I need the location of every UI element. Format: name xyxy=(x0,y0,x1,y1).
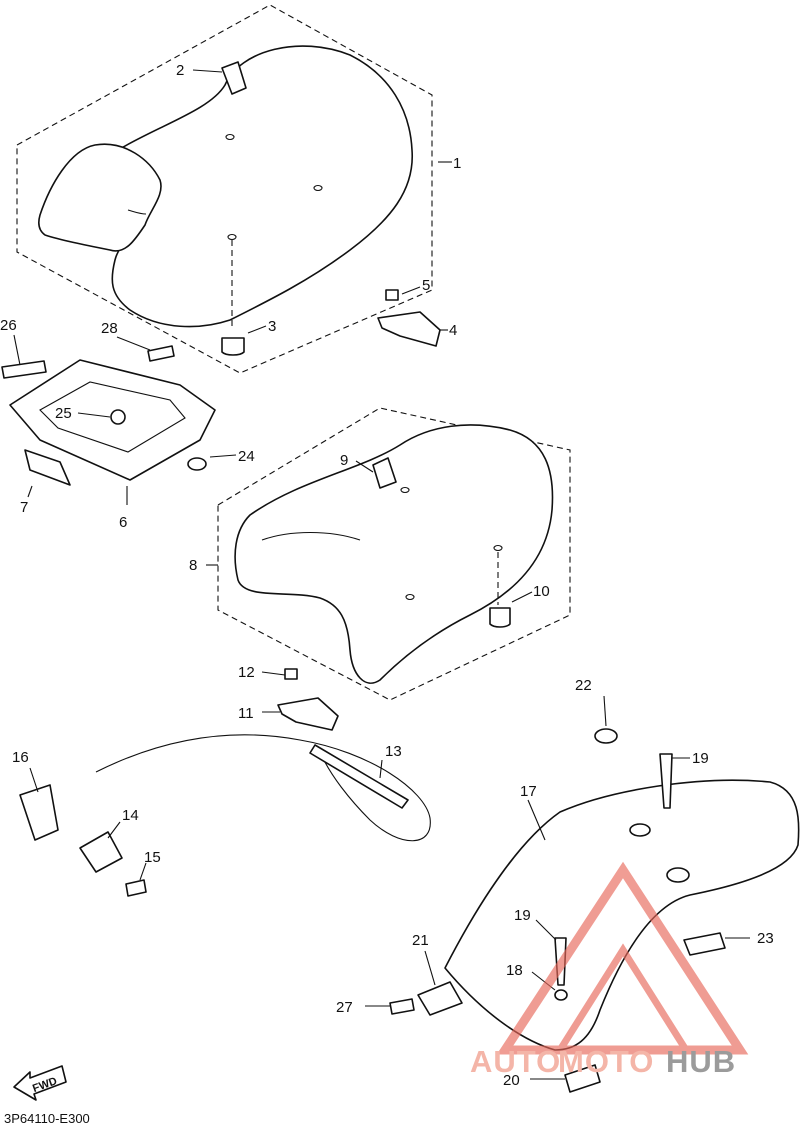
rear-frame-cover xyxy=(389,728,800,1093)
callout-8: 8 xyxy=(189,557,197,574)
seat-lock-cable xyxy=(19,734,431,897)
part-28-tag xyxy=(147,345,175,362)
callout-24: 24 xyxy=(238,448,255,465)
part-17-frame xyxy=(444,779,800,1051)
part-10-damper xyxy=(489,607,511,628)
callout-23: 23 xyxy=(757,930,774,947)
callout-21: 21 xyxy=(412,932,429,949)
callout-3: 3 xyxy=(268,318,276,335)
rear-seat xyxy=(217,407,571,701)
seat-base-frame xyxy=(1,345,216,486)
callout-25: 25 xyxy=(55,405,72,422)
callout-22: 22 xyxy=(575,677,592,694)
part-27-tag xyxy=(389,998,415,1015)
front-seat-nose xyxy=(38,143,162,252)
part-14-lock xyxy=(79,831,123,873)
watermark-text-hub: HUB xyxy=(666,1044,736,1079)
diagram-code: 3P64110-E300 xyxy=(4,1111,90,1126)
front-seat xyxy=(16,4,433,374)
callout-10: 10 xyxy=(533,583,550,600)
seat-hole-b xyxy=(313,184,323,192)
callout-14: 14 xyxy=(122,807,139,824)
part-20-clip xyxy=(564,1064,601,1093)
part-13-cable-end xyxy=(309,744,409,809)
callout-16: 16 xyxy=(12,749,29,766)
seat-hole-a xyxy=(225,133,235,141)
callout-11: 11 xyxy=(238,705,254,722)
watermark-text-auto: AUTO xyxy=(470,1044,561,1079)
part-19-bolt-upper xyxy=(659,753,673,809)
frame-hole-a xyxy=(629,823,651,837)
rear-seat-body xyxy=(234,424,554,684)
callout-9: 9 xyxy=(340,452,348,469)
watermark-logo xyxy=(496,861,749,1055)
callout-6: 6 xyxy=(119,514,127,531)
part-18-collar xyxy=(554,989,568,1001)
seat-lock-bracket-lower xyxy=(277,668,339,731)
callout-19-upper: 19 xyxy=(692,750,709,767)
callout-28: 28 xyxy=(101,320,118,337)
fwd-arrow-icon xyxy=(13,1065,67,1101)
part-4-bracket xyxy=(377,311,441,347)
callout-2: 2 xyxy=(176,62,184,79)
callout-20: 20 xyxy=(503,1072,520,1089)
rear-seat-edge xyxy=(261,532,361,541)
watermark-inner-stroke xyxy=(557,943,689,1052)
part-21-clip xyxy=(417,981,463,1016)
callout-17: 17 xyxy=(520,783,537,800)
part-15-bolt xyxy=(125,879,147,897)
callout-1: 1 xyxy=(453,155,461,172)
part-7-hook xyxy=(24,449,71,486)
callout-19-lower: 19 xyxy=(514,907,531,924)
part-3-damper xyxy=(221,337,245,356)
callout-4: 4 xyxy=(449,322,457,339)
callout-26: 26 xyxy=(0,317,17,334)
part-25-grommet xyxy=(110,409,126,425)
rear-seat-group-box xyxy=(217,407,571,701)
rear-seat-hole-c xyxy=(405,593,415,601)
rear-seat-hole-a xyxy=(400,486,410,494)
seat-hole-c xyxy=(227,233,237,241)
front-seat-seam xyxy=(127,209,147,215)
frame-hole-b xyxy=(666,867,690,883)
part-11-bracket xyxy=(277,697,339,731)
leader-lines xyxy=(13,69,750,1080)
callout-18: 18 xyxy=(506,962,523,979)
callout-13: 13 xyxy=(385,743,402,760)
part-16-lever xyxy=(19,784,59,841)
part-26-tag xyxy=(1,360,47,379)
seat-lock-bracket-upper xyxy=(377,289,441,347)
callout-12: 12 xyxy=(238,664,255,681)
part-13-cable xyxy=(95,734,431,842)
part-23-plate xyxy=(683,932,726,956)
part-22-grommet xyxy=(594,728,618,744)
watermark-triangle xyxy=(496,861,749,1055)
callout-27: 27 xyxy=(336,999,353,1016)
front-seat-group-box xyxy=(16,4,433,374)
rear-seat-hole-b xyxy=(493,544,503,552)
callout-7: 7 xyxy=(20,499,28,516)
frame-inner xyxy=(39,381,186,453)
part-2-label-tag xyxy=(221,61,247,95)
part-5-nut xyxy=(385,289,399,301)
part-12-nut xyxy=(284,668,298,680)
part-9-label-tag xyxy=(372,457,397,489)
callout-15: 15 xyxy=(144,849,161,866)
part-24-grommet xyxy=(187,457,207,471)
watermark-text-moto: MOTO xyxy=(558,1044,654,1079)
callout-5: 5 xyxy=(422,277,430,294)
